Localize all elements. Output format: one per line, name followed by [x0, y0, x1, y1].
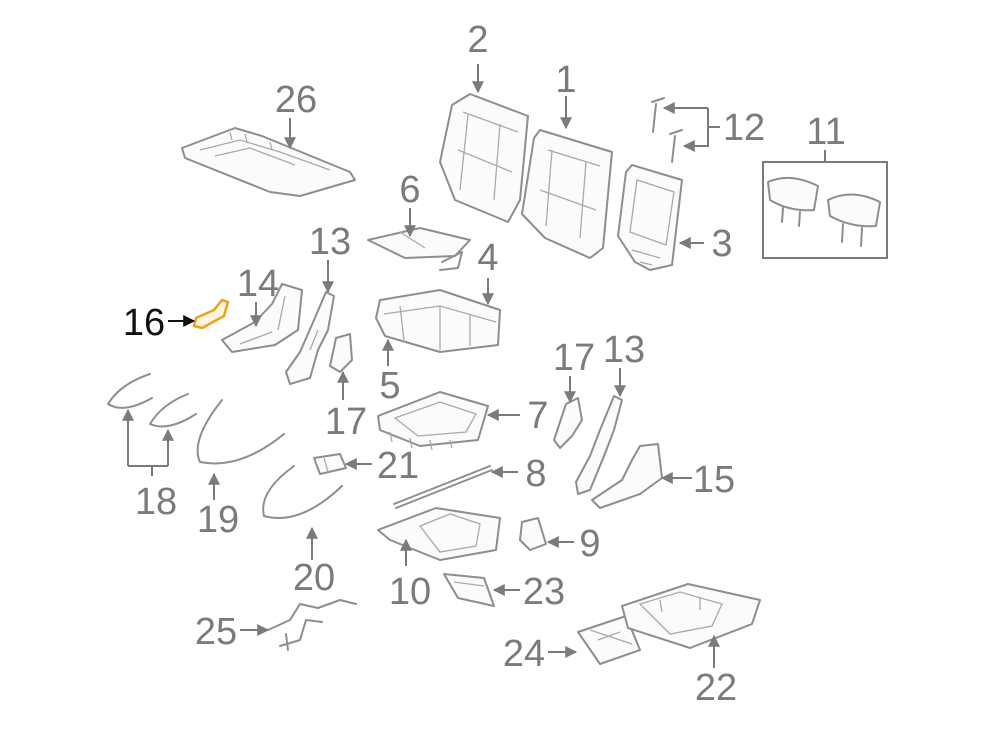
callout-14[interactable]: 14 [237, 263, 279, 305]
callout-labels: 2 1 3 4 5 6 7 8 9 10 11 12 13 13 14 15 1… [123, 19, 846, 709]
part-8-rod[interactable] [393, 465, 493, 509]
part-9-clip[interactable] [519, 517, 547, 551]
callout-8[interactable]: 8 [525, 453, 546, 495]
callout-17-right[interactable]: 17 [553, 337, 595, 379]
callout-21[interactable]: 21 [377, 445, 419, 487]
part-20-wire[interactable] [262, 465, 343, 519]
part-11-headrests[interactable] [762, 161, 888, 259]
callout-22[interactable]: 22 [695, 667, 737, 709]
callout-11[interactable]: 11 [806, 111, 845, 153]
callout-4[interactable]: 4 [477, 237, 498, 279]
part-13-hinge-left[interactable] [285, 291, 335, 385]
callout-25[interactable]: 25 [195, 611, 237, 653]
callout-15[interactable]: 15 [693, 459, 735, 501]
part-22-base-tray[interactable] [621, 583, 761, 649]
callout-19[interactable]: 19 [197, 499, 239, 541]
part-13-hinge-right[interactable] [575, 395, 623, 495]
part-3-seat-back-frame[interactable] [617, 164, 683, 271]
callout-5[interactable]: 5 [379, 365, 400, 407]
callout-1[interactable]: 1 [555, 59, 576, 101]
callout-7[interactable]: 7 [527, 395, 548, 437]
part-16-trim-piece[interactable] [192, 298, 230, 330]
callout-16[interactable]: 16 [123, 302, 165, 344]
callout-24[interactable]: 24 [503, 633, 545, 675]
part-23-plate[interactable] [443, 573, 495, 607]
part-26-track-cover[interactable] [181, 127, 356, 197]
callout-18[interactable]: 18 [135, 481, 177, 523]
part-10-seat-base[interactable] [377, 507, 501, 561]
part-2-seat-back-cover[interactable] [439, 93, 529, 223]
part-17-cover-left[interactable] [329, 333, 353, 373]
leader-lines [122, 64, 888, 668]
callout-26[interactable]: 26 [275, 79, 317, 121]
callout-17-left[interactable]: 17 [325, 401, 367, 443]
part-12-bolts[interactable] [651, 97, 683, 163]
part-15-side-panel[interactable] [591, 443, 663, 509]
callout-3[interactable]: 3 [711, 223, 732, 265]
callout-6[interactable]: 6 [399, 169, 420, 211]
part-25-harness[interactable] [267, 599, 357, 651]
callout-23[interactable]: 23 [523, 571, 565, 613]
part-14-side-panel[interactable] [221, 283, 303, 353]
callout-12[interactable]: 12 [723, 107, 765, 149]
part-5-seat-cushion[interactable] [375, 289, 501, 353]
callout-9[interactable]: 9 [579, 523, 600, 565]
part-7-seat-pan[interactable] [377, 391, 489, 451]
part-21-bracket[interactable] [313, 453, 347, 475]
callout-20[interactable]: 20 [293, 557, 335, 599]
callout-2[interactable]: 2 [467, 19, 488, 61]
part-18-wire-loops[interactable] [107, 373, 197, 428]
part-19-wire[interactable] [196, 399, 285, 465]
part-6-panel[interactable] [367, 227, 471, 271]
part-24-block[interactable] [577, 615, 641, 665]
callout-13-left[interactable]: 13 [309, 221, 351, 263]
part-1-seat-back[interactable] [521, 129, 613, 259]
callout-10[interactable]: 10 [389, 571, 431, 613]
callout-13-right[interactable]: 13 [603, 329, 645, 371]
part-17-cover-right[interactable] [553, 397, 583, 449]
